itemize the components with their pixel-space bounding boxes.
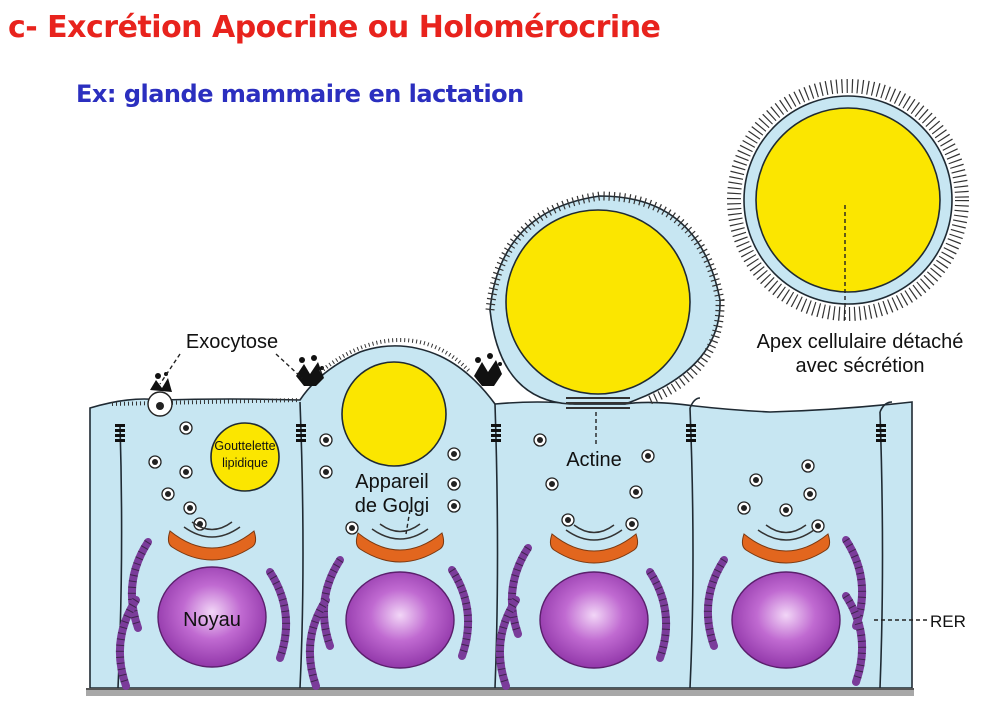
cell-2-organelles [310, 433, 468, 686]
label-gouttelette-line1: Gouttelette [214, 439, 275, 453]
page-title: c- Excrétion Apocrine ou Holomérocrine [8, 10, 661, 45]
label-actine: Actine [566, 449, 622, 471]
page-subtitle: Ex: glande mammaire en lactation [76, 80, 524, 108]
cell-2-apical-droplet [318, 337, 472, 467]
label-rer: RER [930, 612, 966, 631]
cell-3-extruding-droplet [485, 191, 725, 409]
nucleus [539, 571, 649, 669]
cell-1-organelles [120, 421, 286, 686]
nucleus [731, 571, 841, 669]
label-appareil-line2: de Golgi [355, 495, 430, 517]
cell-3-organelles [500, 433, 666, 686]
detached-apex [727, 79, 969, 321]
exocytosis-events [147, 353, 502, 417]
label-noyau: Noyau [183, 609, 241, 631]
label-appareil-line1: Appareil [355, 471, 428, 493]
label-apex-line1: Apex cellulaire détaché [757, 331, 964, 353]
label-apex-line2: avec sécrétion [796, 355, 925, 377]
nucleus [345, 571, 455, 669]
label-exocytose: Exocytose [186, 331, 278, 353]
nucleus [157, 566, 267, 668]
cell-4-organelles [708, 459, 862, 682]
label-gouttelette-line2: lipidique [222, 456, 268, 470]
lipid-droplet [210, 422, 280, 492]
basement-membrane [86, 688, 914, 696]
leader-lines [159, 353, 928, 621]
